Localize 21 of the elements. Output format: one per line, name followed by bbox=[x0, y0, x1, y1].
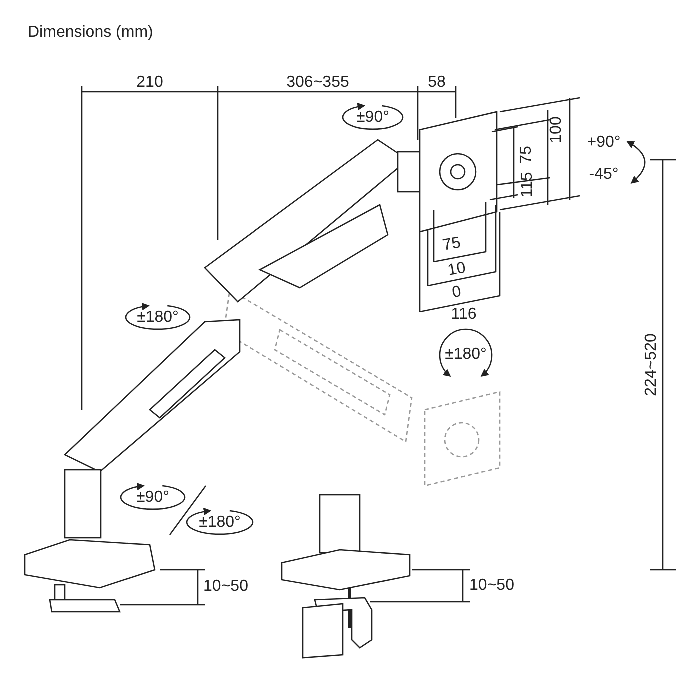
angle-label: ±180° bbox=[137, 310, 179, 326]
dimension-label: 75 bbox=[519, 146, 535, 164]
dimension-label: 224~520 bbox=[644, 334, 660, 396]
dimension-label: 306~355 bbox=[286, 75, 350, 91]
angle-label: ±90° bbox=[356, 110, 390, 126]
dimension-label: 0 bbox=[451, 284, 463, 302]
dimension-label: 58 bbox=[428, 75, 446, 91]
dimension-label: 100 bbox=[549, 116, 565, 144]
dimension-label: 10 bbox=[446, 260, 468, 280]
dimension-label: 116 bbox=[451, 307, 477, 323]
angle-label: +90° bbox=[587, 135, 621, 151]
angle-label: ±90° bbox=[136, 490, 170, 506]
dimension-label: 75 bbox=[442, 236, 462, 254]
angle-label: -45° bbox=[589, 167, 619, 183]
angle-label: ±180° bbox=[445, 347, 487, 363]
dimension-label: 210 bbox=[136, 75, 164, 91]
dimension-label: 10~50 bbox=[470, 578, 514, 594]
dimension-label: 115 bbox=[520, 172, 536, 198]
dimension-label: 10~50 bbox=[204, 579, 248, 595]
angle-label: ±180° bbox=[199, 515, 241, 531]
diagram-title: Dimensions (mm) bbox=[28, 24, 154, 42]
